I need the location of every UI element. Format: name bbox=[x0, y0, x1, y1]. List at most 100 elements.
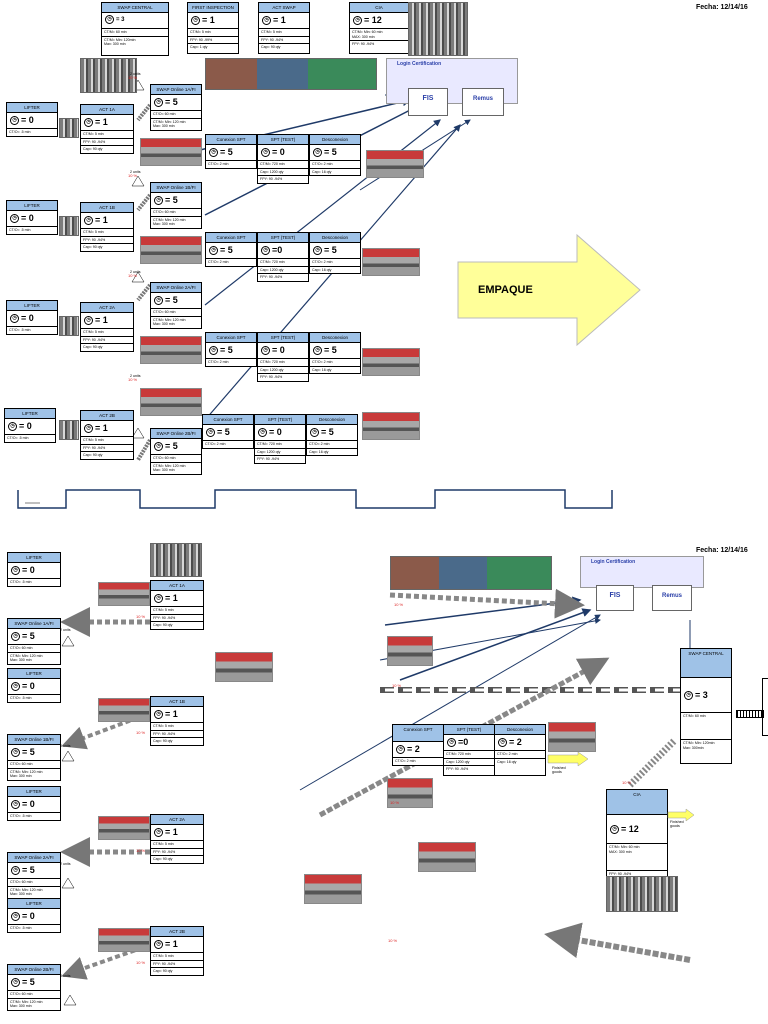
box-row: CT/O= 2 min bbox=[310, 161, 360, 169]
box-row: FPY: 90 -94% bbox=[257, 457, 280, 462]
box-row: CT/M= Min: 120 min Max: 300 min bbox=[10, 653, 43, 663]
box-row: CT/M= 720 min bbox=[258, 259, 308, 267]
box-row: FPY: 90 -94% bbox=[81, 445, 133, 453]
station-photo bbox=[140, 336, 202, 364]
box-row: CT/O= .5 min bbox=[10, 926, 32, 930]
box-value: ◷= 5 bbox=[206, 243, 256, 259]
box-row: CT/O= 2 min bbox=[310, 359, 360, 367]
box-row: FPY: 90 -94% bbox=[81, 139, 133, 147]
station-photo bbox=[362, 412, 420, 440]
box-value: ◷= 5 bbox=[203, 425, 253, 441]
box-title: Conexion SPT bbox=[206, 233, 256, 243]
box-row: Cap= 1200 qty bbox=[258, 367, 308, 375]
box-row: Cap= 90 qty bbox=[83, 245, 103, 250]
clock-icon: ◷ bbox=[209, 148, 218, 158]
box-title: Desconexion bbox=[307, 415, 357, 425]
date-label-bottom: Fecha: 12/14/16 bbox=[696, 547, 748, 554]
station-photo bbox=[98, 928, 150, 952]
box-value: ◷= 1 bbox=[81, 313, 133, 329]
clock-icon: ◷ bbox=[154, 710, 163, 720]
clock-icon: ◷ bbox=[447, 738, 456, 748]
box-value: ◷= 5 bbox=[151, 193, 201, 209]
box-row: CT/O= .5 min bbox=[10, 814, 32, 818]
clock-icon: ◷ bbox=[84, 316, 93, 326]
clock-icon: ◷ bbox=[11, 566, 20, 576]
station-photo bbox=[140, 236, 202, 264]
operator-photo bbox=[59, 118, 79, 138]
box-row: Cap= 90 qty bbox=[83, 453, 103, 458]
box-row: Cap= 90 qty bbox=[153, 969, 173, 974]
box-row: CT/M= Min: 120 min Max: 300 min bbox=[10, 999, 43, 1009]
box-value: ◷= 5 bbox=[8, 863, 60, 879]
box-row: CT/M= Min: 120 min Max: 300 min bbox=[153, 217, 186, 227]
units-label: 2 units bbox=[60, 744, 71, 748]
cia-photo bbox=[408, 2, 468, 56]
box-title: ACT 1B bbox=[151, 697, 203, 707]
clock-icon: ◷ bbox=[262, 16, 271, 26]
station-photo bbox=[98, 816, 150, 840]
clock-icon: ◷ bbox=[154, 98, 163, 108]
box-title: Desconexion bbox=[310, 333, 360, 343]
box-value: ◷= 5 bbox=[310, 343, 360, 359]
box-value: ◷= 0 bbox=[8, 909, 60, 925]
box-row: FPY: 90 -94% bbox=[81, 237, 133, 245]
box-row: Cap= 16 qty bbox=[309, 449, 329, 454]
box-title: Desconexion bbox=[310, 233, 360, 243]
box-value: ◷= 0 bbox=[7, 113, 57, 129]
clock-icon: ◷ bbox=[84, 216, 93, 226]
box-row: FPY: 90 -94% bbox=[260, 275, 283, 280]
clock-icon: ◷ bbox=[261, 346, 270, 356]
cia-photo-bottom bbox=[606, 876, 678, 912]
box-value: ◷= 5 bbox=[151, 439, 201, 455]
clock-icon: ◷ bbox=[8, 422, 17, 432]
box-title: LIFTER bbox=[7, 201, 57, 211]
station-photo bbox=[366, 150, 424, 178]
clock-icon: ◷ bbox=[206, 428, 215, 438]
box-row: CT/M= Min: 120 min Max: 300 min bbox=[153, 119, 186, 129]
operator-photo bbox=[59, 420, 79, 440]
box-row: CT/M= 5 min bbox=[151, 607, 203, 615]
box-title: SWAP Online 1A/FI bbox=[151, 85, 201, 95]
box-value: ◷= 5 bbox=[151, 95, 201, 111]
box-value: ◷= 1 bbox=[81, 421, 133, 437]
clock-icon: ◷ bbox=[10, 314, 19, 324]
box-value: ◷= 0 bbox=[8, 797, 60, 813]
clock-icon: ◷ bbox=[310, 428, 319, 438]
scrap-percent: 10 % bbox=[136, 848, 146, 853]
box-value: ◷= 5 bbox=[307, 425, 357, 441]
station-photo bbox=[98, 582, 150, 606]
box-row: CT/M= 720 min bbox=[258, 359, 308, 367]
box-row: CT/M= 5 min bbox=[81, 329, 133, 337]
box-row: CT/M= Min: 120 min Max: 300 min bbox=[153, 463, 186, 473]
operator-photo bbox=[59, 316, 79, 336]
box-value: ◷= 0 bbox=[7, 311, 57, 327]
box-value: ◷= 1 bbox=[151, 937, 203, 953]
box-title: ACT 2A bbox=[81, 303, 133, 313]
station-photo bbox=[140, 138, 202, 166]
box-title: SPT (TEST) bbox=[258, 135, 308, 145]
box-row: Cap= 1200 qty bbox=[258, 267, 308, 275]
clock-icon: ◷ bbox=[11, 978, 20, 988]
box-row: CT/O= .5 min bbox=[7, 436, 29, 440]
box-row: CT/O= 2 min bbox=[307, 441, 357, 449]
clock-icon: ◷ bbox=[154, 296, 163, 306]
units-label: 2 units bbox=[130, 374, 141, 378]
box-row: CT/M= Min: 120 min Max: 300 min bbox=[153, 317, 186, 327]
clock-icon: ◷ bbox=[209, 246, 218, 256]
box-value: ◷= 5 bbox=[206, 145, 256, 161]
clock-icon: ◷ bbox=[10, 116, 19, 126]
box-value: ◷= 5 bbox=[8, 629, 60, 645]
box-row: FPY: 90 -94% bbox=[260, 375, 283, 380]
swap-central-box: SWAP CENTRAL ◷= 3 CT/M= 60 min CT/M= Min… bbox=[101, 2, 169, 56]
box-row: CT/O= 60 min bbox=[8, 645, 60, 653]
